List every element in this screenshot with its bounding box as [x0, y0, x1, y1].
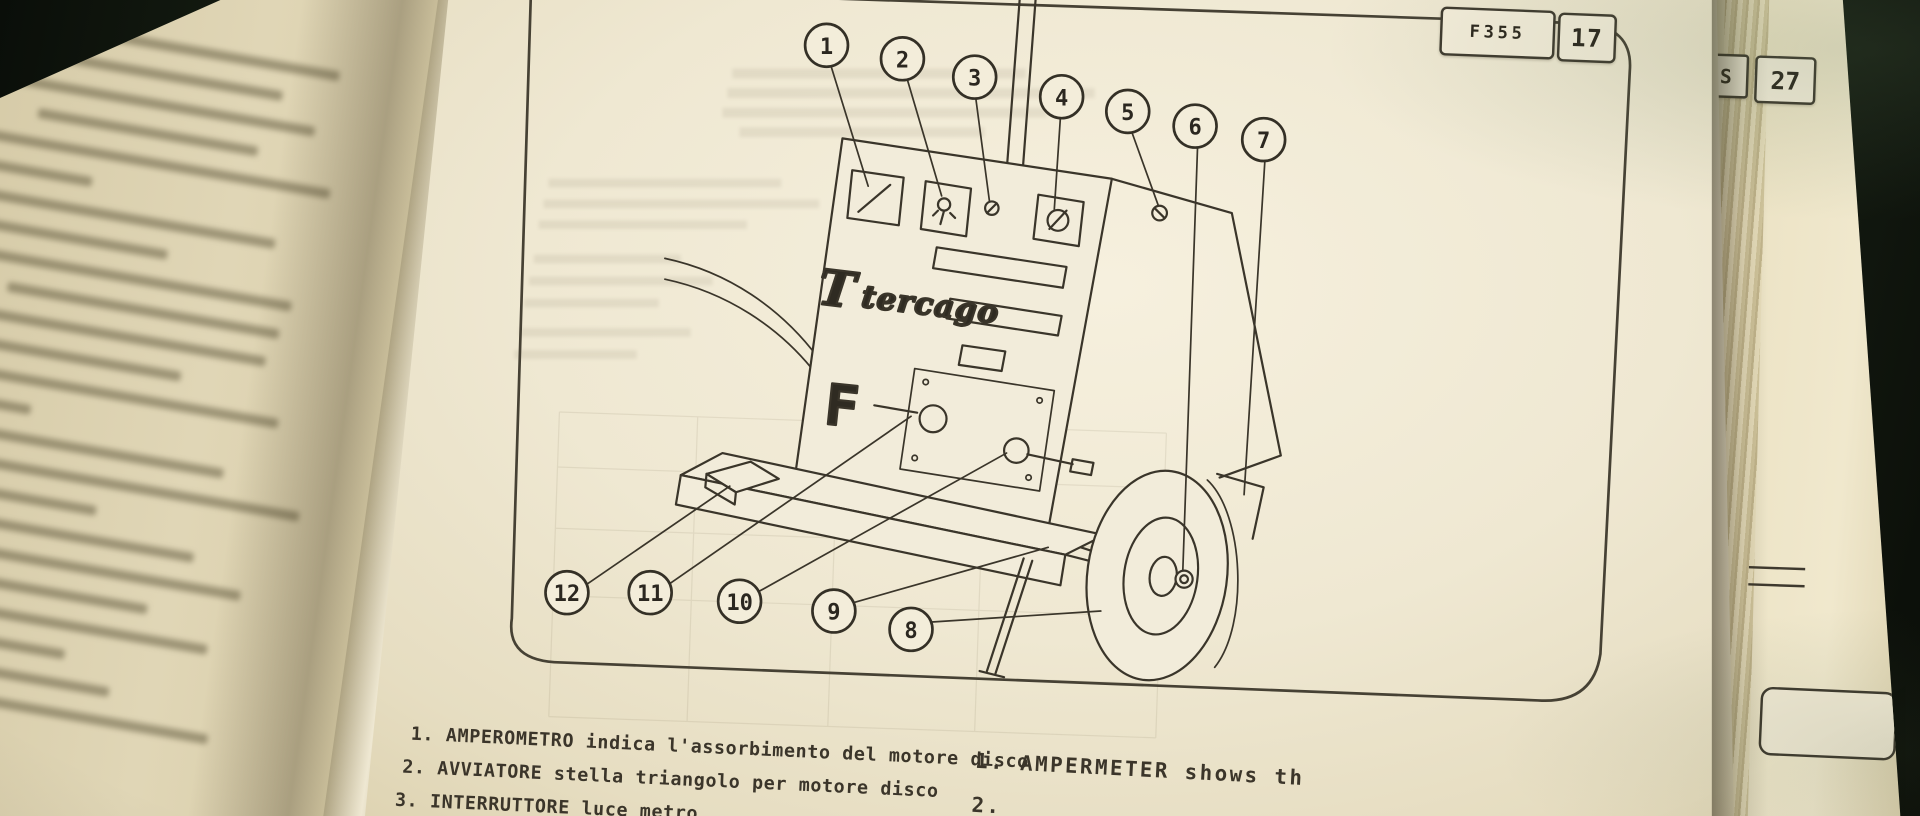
wheel-bracket	[1216, 472, 1265, 540]
leader-lines	[584, 66, 1266, 623]
panel-marking-letter: F	[821, 373, 862, 441]
callout-4: 4	[1038, 73, 1085, 120]
model-tab-text: F355	[1469, 22, 1526, 44]
deck-block-front	[704, 472, 738, 506]
callout-6: 6	[1172, 103, 1218, 149]
page-border-frame	[509, 0, 1632, 702]
page-number-box: 17	[1556, 12, 1618, 64]
svg-text:2: 2	[896, 48, 909, 73]
callout-7: 7	[1240, 116, 1287, 163]
callout-3: 3	[951, 54, 998, 100]
side-knob	[1151, 204, 1169, 222]
callouts: 1 2 3 4 5 6 7 8 9 10 11 12	[544, 22, 1287, 653]
page-edge-shadow	[1711, 0, 1769, 816]
callout-9: 9	[811, 588, 857, 634]
svg-text:6: 6	[1188, 116, 1201, 141]
callout-12: 12	[544, 569, 590, 616]
rotary-switch	[1032, 193, 1085, 248]
svg-text:1: 1	[820, 35, 833, 60]
svg-text:5: 5	[1121, 101, 1134, 126]
callout-5: 5	[1104, 88, 1151, 135]
axle-bolt	[1174, 569, 1194, 589]
machine-drawing: T tercago F	[664, 0, 1282, 682]
svg-text:9: 9	[827, 601, 840, 626]
adjustment-knob	[1002, 437, 1095, 477]
svg-text:7: 7	[1257, 129, 1270, 154]
service-plate	[899, 367, 1056, 492]
callout-8: 8	[888, 606, 934, 653]
caption-english-line-2: 2.	[970, 793, 1003, 816]
model-tab: F355	[1439, 6, 1557, 60]
svg-text:8: 8	[904, 619, 917, 644]
callout-10: 10	[716, 578, 763, 625]
callout-11: 11	[627, 569, 673, 616]
machine-side-face	[1110, 177, 1282, 479]
wheel	[1085, 469, 1229, 682]
starter-switch	[919, 180, 973, 238]
cable-lines	[664, 257, 819, 370]
ammeter-gauge	[846, 169, 905, 227]
indicator-light	[984, 200, 1000, 217]
vent-slots	[931, 246, 1068, 373]
control-lever	[873, 404, 948, 434]
base-deck-front	[674, 474, 1067, 587]
svg-text:4: 4	[1055, 86, 1068, 111]
svg-text:12: 12	[554, 582, 581, 607]
svg-text:3: 3	[968, 67, 981, 92]
svg-text:10: 10	[726, 591, 753, 616]
page-number-text: 17	[1570, 22, 1604, 54]
callout-1: 1	[803, 22, 850, 69]
wheel-back-rim	[1206, 479, 1239, 669]
callout-2: 2	[879, 36, 926, 82]
svg-text:11: 11	[637, 582, 664, 607]
